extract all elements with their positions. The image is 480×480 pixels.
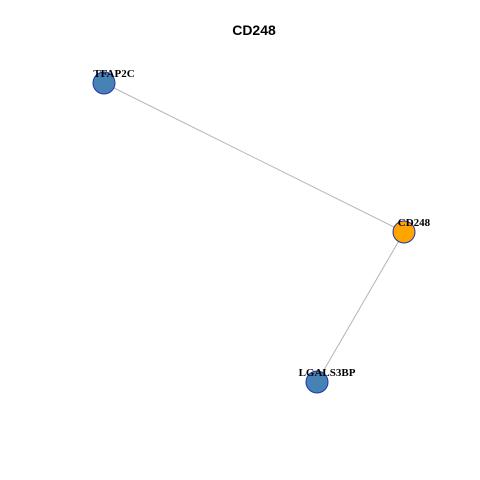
node-label-tfap2c: TFAP2C <box>93 68 134 80</box>
node-lgals3bp <box>305 370 329 394</box>
node-label-cd248: CD248 <box>398 217 431 229</box>
node-label-lgals3bp: LGALS3BP <box>299 367 356 379</box>
edges-layer <box>103 82 405 383</box>
edge-tfap2c-cd248 <box>103 82 405 233</box>
nodes-layer <box>92 71 416 394</box>
node-tfap2c <box>92 71 116 95</box>
edge-cd248-lgals3bp <box>316 231 405 383</box>
diagram-title: CD248 <box>232 22 276 38</box>
node-cd248 <box>392 220 416 244</box>
